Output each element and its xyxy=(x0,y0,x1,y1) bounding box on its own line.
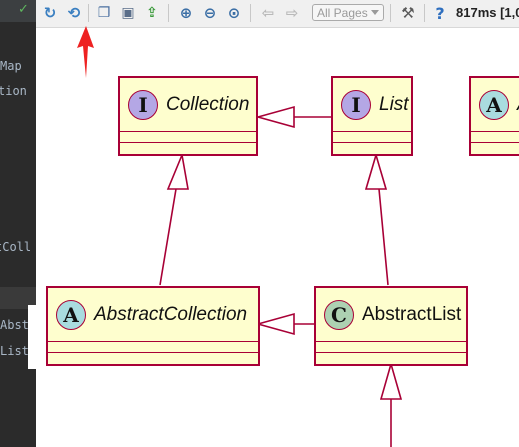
inheritance-arrowhead xyxy=(166,152,189,190)
inheritance-arrowhead xyxy=(255,105,295,129)
class-badge: C xyxy=(324,300,354,330)
check-icon: ✓ xyxy=(18,2,29,17)
interface-badge: I xyxy=(341,90,371,120)
toolbar-separator xyxy=(168,4,169,22)
zoom-actual-size-icon[interactable]: ⊙ xyxy=(227,4,241,22)
code-editor-panel: ✓ Map tion tColl Abstr List xyxy=(0,0,36,447)
abstract-badge: A xyxy=(56,300,86,330)
interface-badge: I xyxy=(128,90,158,120)
realization-line xyxy=(378,188,389,286)
class-divider xyxy=(471,131,519,132)
class-divider xyxy=(333,131,411,132)
copy-icon[interactable]: ❐ xyxy=(97,5,111,21)
export-icon[interactable]: ⇪ xyxy=(146,5,158,21)
class-abstract-partial[interactable]: A A xyxy=(469,76,519,156)
save-icon[interactable]: ▣ xyxy=(121,5,135,21)
class-collection[interactable]: I Collection xyxy=(118,76,258,156)
editor-tab-bar: ✓ xyxy=(0,0,36,22)
class-divider xyxy=(48,352,258,353)
code-line[interactable]: List xyxy=(0,344,29,358)
inheritance-arrowhead xyxy=(379,361,403,400)
class-name: List xyxy=(379,94,409,115)
toolbar-separator xyxy=(424,4,425,22)
zoom-in-icon[interactable]: ⊕ xyxy=(179,4,193,22)
code-line[interactable]: Map xyxy=(0,59,22,73)
red-annotation-arrow xyxy=(77,26,94,78)
class-divider xyxy=(48,341,258,342)
class-divider xyxy=(120,131,256,132)
uml-connectors xyxy=(159,105,403,447)
help-icon[interactable]: ? xyxy=(435,3,445,23)
toolbar-separator xyxy=(88,4,89,22)
class-divider xyxy=(120,142,256,143)
class-header: A AbstractCollection xyxy=(48,288,258,341)
current-line-highlight xyxy=(0,287,36,309)
class-list[interactable]: I List xyxy=(331,76,413,156)
class-divider xyxy=(316,341,466,342)
toolbar: ↻ ⟲ ❐ ▣ ⇪ ⊕ ⊖ ⊙ ⇦ ⇨ All Pages ⚒ ? 817ms … xyxy=(36,0,519,28)
code-line[interactable]: Abstr xyxy=(0,318,36,332)
forward-arrow-icon[interactable]: ⇨ xyxy=(285,4,299,22)
toolbar-separator xyxy=(250,4,251,22)
realization-line xyxy=(159,188,177,286)
class-name: Collection xyxy=(166,94,250,115)
settings-icon[interactable]: ⚒ xyxy=(401,4,415,22)
inheritance-arrowhead xyxy=(364,152,388,190)
pages-dropdown-label: All Pages xyxy=(317,5,368,20)
class-header: I Collection xyxy=(120,78,256,131)
abstract-badge: A xyxy=(479,90,509,120)
pages-dropdown[interactable]: All Pages xyxy=(312,4,384,21)
class-name: AbstractList xyxy=(362,304,462,325)
class-abstract-collection[interactable]: A AbstractCollection xyxy=(46,286,260,366)
sync-icon[interactable]: ⟲ xyxy=(67,4,81,22)
back-arrow-icon[interactable]: ⇦ xyxy=(261,4,275,22)
toolbar-separator xyxy=(390,4,391,22)
class-abstract-list[interactable]: C AbstractList xyxy=(314,286,468,366)
inheritance-arrowhead xyxy=(255,312,295,336)
class-header: I List xyxy=(333,78,411,131)
panel-divider xyxy=(28,305,36,369)
class-divider xyxy=(333,142,411,143)
class-divider xyxy=(316,352,466,353)
code-line[interactable]: tion xyxy=(0,84,27,98)
code-line[interactable]: tColl xyxy=(0,240,32,254)
class-divider xyxy=(471,142,519,143)
class-header: C AbstractList xyxy=(316,288,466,341)
render-timing: 817ms [1,0 xyxy=(456,5,519,20)
class-name: A xyxy=(517,94,519,116)
zoom-out-icon[interactable]: ⊖ xyxy=(203,4,217,22)
chevron-down-icon xyxy=(371,10,379,15)
refresh-icon[interactable]: ↻ xyxy=(43,4,57,22)
class-name: AbstractCollection xyxy=(94,304,248,325)
class-header: A A xyxy=(471,78,519,131)
